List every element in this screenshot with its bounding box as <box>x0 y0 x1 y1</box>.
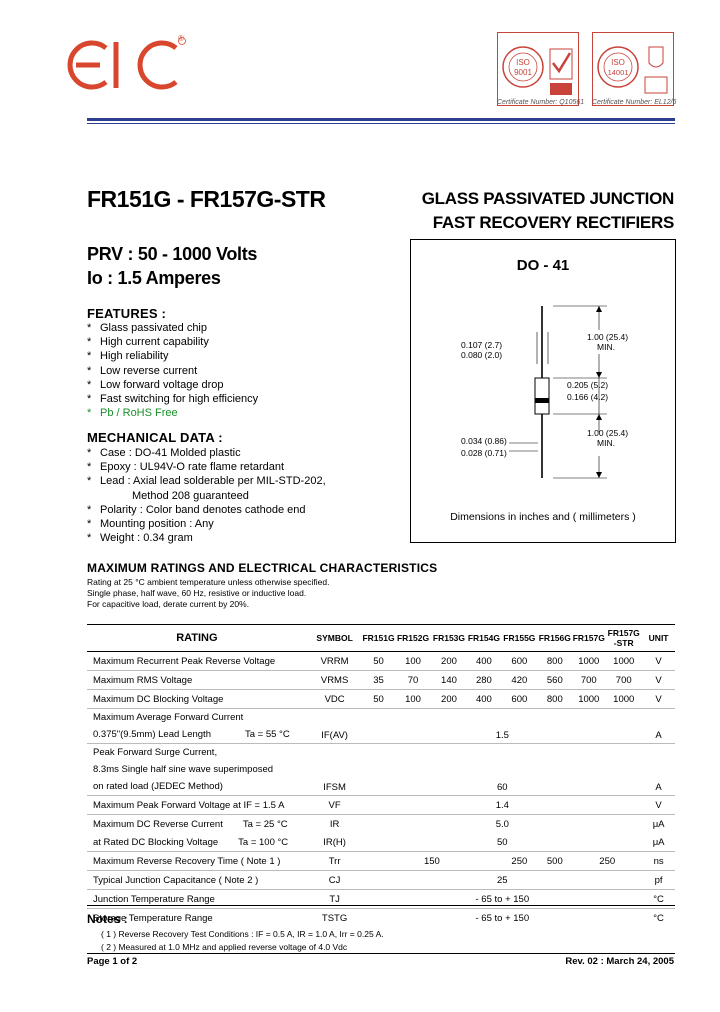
svg-text:0.080 (2.0): 0.080 (2.0) <box>461 350 502 360</box>
page-title: FR151G - FR157G-STR <box>87 186 326 212</box>
list-item: *Fast switching for high efficiency <box>87 393 259 406</box>
notes-heading: Notes : <box>87 912 128 926</box>
footer-rule <box>87 953 675 954</box>
svg-text:ISO: ISO <box>611 58 625 67</box>
prv-rating: PRV : 50 - 1000 Volts <box>87 244 258 264</box>
list-item: *Polarity : Color band denotes cathode e… <box>87 503 306 516</box>
table-row: Maximum Peak Forward Voltage at IF = 1.5… <box>87 795 675 815</box>
iso14001-badge: ISO 14001 <box>592 32 674 106</box>
list-item: *Lead : Axial lead solderable per MIL-ST… <box>87 475 326 488</box>
io-rating: Io : 1.5 Amperes <box>87 268 221 288</box>
mechanical-heading: MECHANICAL DATA : <box>87 430 223 445</box>
table-bottom-rule <box>87 905 675 906</box>
subtitle-line1: GLASS PASSIVATED JUNCTION <box>421 189 675 208</box>
ratings-table: RATING SYMBOL FR151G FR152G FR153G FR154… <box>87 624 675 927</box>
header-rule <box>87 118 675 121</box>
features-list: *Glass passivated chip *High current cap… <box>87 321 258 420</box>
list-item: Method 208 guaranteed <box>132 489 249 502</box>
svg-text:0.028 (0.71): 0.028 (0.71) <box>461 448 507 458</box>
list-item: *Weight : 0.34 gram <box>87 532 193 545</box>
ratings-note-1: Rating at 25 °C ambient temperature unle… <box>87 577 330 587</box>
table-row: Typical Junction Capacitance ( Note 2 )C… <box>87 870 675 890</box>
svg-text:MIN.: MIN. <box>597 342 615 352</box>
list-item: *Pb / RoHS Free <box>87 407 178 420</box>
revision: Rev. 02 : March 24, 2005 <box>565 956 674 967</box>
svg-text:0.205 (5.2): 0.205 (5.2) <box>567 380 608 390</box>
list-item: *Epoxy : UL94V-O rate flame retardant <box>87 461 285 474</box>
svg-text:1.00 (25.4): 1.00 (25.4) <box>587 428 628 438</box>
package-name: DO - 41 <box>517 257 570 274</box>
svg-text:14001: 14001 <box>608 68 629 77</box>
package-drawing-box: DO - 41 1.00 (25.4) MIN. 0.107 (2.7) 0.0… <box>410 239 676 543</box>
list-item: *Low reverse current <box>87 364 198 377</box>
list-item: *Case : DO-41 Molded plastic <box>87 447 241 459</box>
mechanical-list: *Case : DO-41 Molded plastic *Epoxy : UL… <box>87 446 326 545</box>
list-item: *Glass passivated chip <box>87 322 207 334</box>
eic-logo <box>67 37 186 90</box>
iso9001-badge: ISO 9001 <box>497 32 579 106</box>
table-header: RATING SYMBOL FR151G FR152G FR153G FR154… <box>87 624 675 652</box>
ratings-heading: MAXIMUM RATINGS AND ELECTRICAL CHARACTER… <box>87 561 438 575</box>
header-rule-thin <box>87 123 675 124</box>
page-number: Page 1 of 2 <box>87 956 138 967</box>
note-2: ( 2 ) Measured at 1.0 MHz and applied re… <box>101 942 348 952</box>
table-row: Maximum Reverse Recovery Time ( Note 1 )… <box>87 851 675 871</box>
list-item: *Mounting position : Any <box>87 518 214 531</box>
dimensions-caption: Dimensions in inches and ( millimeters ) <box>450 511 636 523</box>
list-item: *Low forward voltage drop <box>87 378 224 391</box>
note-1: ( 1 ) Reverse Recovery Test Conditions :… <box>101 929 384 939</box>
ratings-note-2: Single phase, half wave, 60 Hz, resistiv… <box>87 588 307 598</box>
cert2-caption: Certificate Number: EL12/6 <box>592 99 677 106</box>
subtitle-line2: FAST RECOVERY RECTIFIERS <box>432 213 675 232</box>
ratings-note-3: For capacitive load, derate current by 2… <box>87 599 250 609</box>
list-item: *High reliability <box>87 350 169 363</box>
features-heading: FEATURES : <box>87 306 167 321</box>
svg-text:0.166 (4.2): 0.166 (4.2) <box>567 392 608 402</box>
svg-text:1.00 (25.4): 1.00 (25.4) <box>587 332 628 342</box>
registered-mark: ® <box>178 34 184 43</box>
svg-text:ISO: ISO <box>516 58 530 67</box>
table-row: Peak Forward Surge Current,8.3ms Single … <box>87 743 675 796</box>
svg-text:0.107 (2.7): 0.107 (2.7) <box>461 340 502 350</box>
svg-text:9001: 9001 <box>514 68 532 77</box>
list-item: *High current capability <box>87 336 209 349</box>
svg-text:0.034 (0.86): 0.034 (0.86) <box>461 436 507 446</box>
cert1-caption: Certificate Number: Q10561 <box>497 99 585 106</box>
svg-text:MIN.: MIN. <box>597 438 615 448</box>
